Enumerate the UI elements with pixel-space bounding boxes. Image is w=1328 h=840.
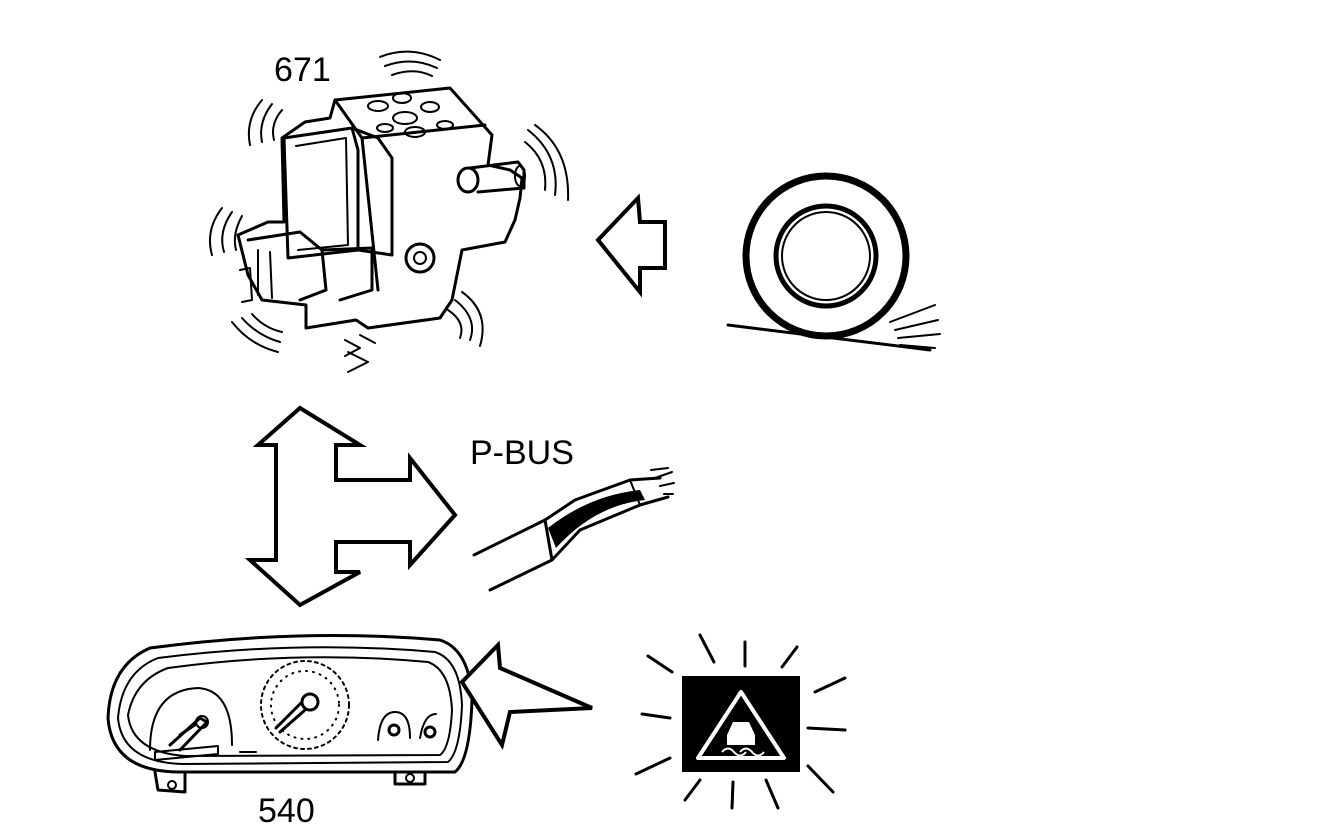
abs-hydraulic-unit-icon — [209, 50, 570, 373]
instrument-cluster-icon — [106, 634, 474, 794]
hydraulic-unit-label: 671 — [274, 51, 331, 89]
arrow-wheel-to-unit — [595, 193, 667, 298]
arrow-bidirectional-bus — [244, 405, 458, 608]
wheel-skid-icon — [726, 172, 941, 352]
bus-label: P-BUS — [470, 434, 574, 472]
instrument-cluster-label: 540 — [258, 792, 315, 830]
arrow-lamp-to-cluster — [459, 640, 593, 751]
bus-cable-icon — [472, 467, 675, 592]
skid-warning-lamp-icon — [634, 633, 847, 810]
